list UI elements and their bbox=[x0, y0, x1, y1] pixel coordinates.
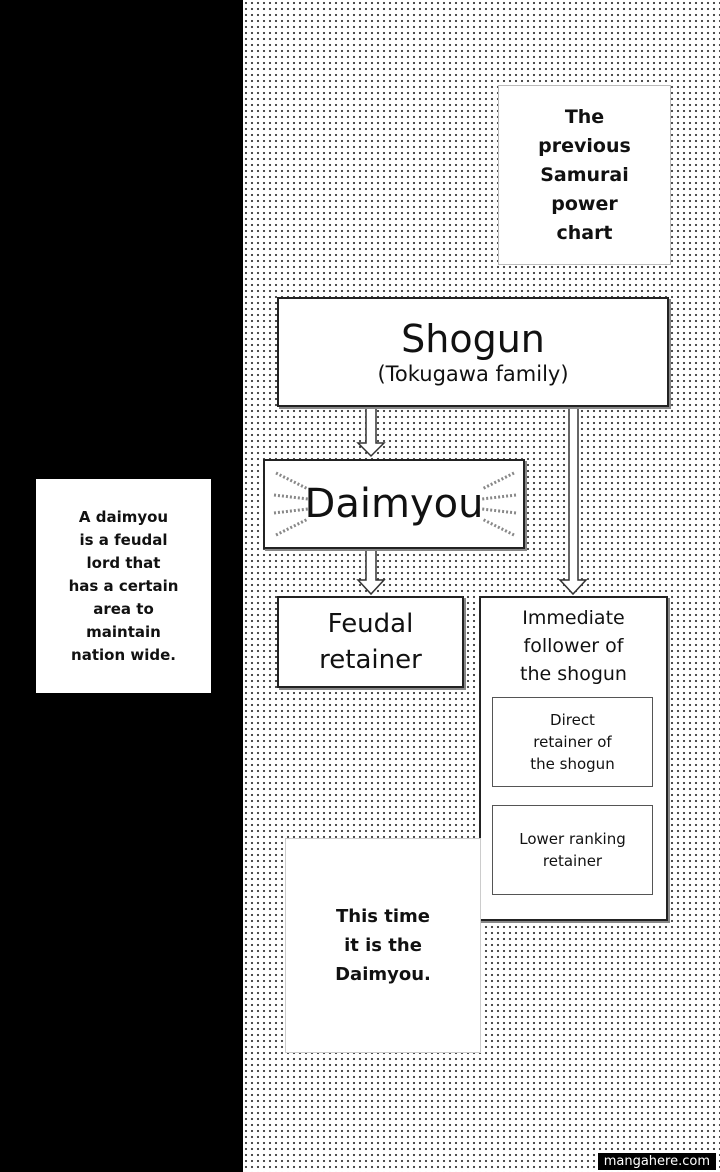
feudal-line: retainer bbox=[319, 645, 422, 675]
shogun-title: Shogun bbox=[401, 317, 545, 361]
title-line: chart bbox=[556, 221, 613, 244]
daimyou-title: Daimyou bbox=[304, 481, 484, 527]
note-line: Daimyou. bbox=[335, 964, 431, 985]
feudal-line: Feudal bbox=[327, 609, 414, 639]
note-line: it is the bbox=[344, 935, 422, 956]
direct-retainer-node: Direct retainer of the shogun bbox=[492, 697, 653, 787]
site-watermark: mangahere.com bbox=[597, 1153, 716, 1170]
emphasis-lines-right-icon bbox=[481, 471, 517, 537]
shogun-node: Shogun (Tokugawa family) bbox=[277, 297, 669, 407]
title-line: previous bbox=[538, 134, 631, 157]
note-line: A daimyou bbox=[78, 507, 169, 526]
direct-line: the shogun bbox=[530, 755, 615, 773]
this-time-note: This time it is the Daimyou. bbox=[285, 838, 481, 1053]
arrow-shogun-to-immediate bbox=[558, 406, 588, 596]
lower-ranking-retainer-node: Lower ranking retainer bbox=[492, 805, 653, 895]
feudal-retainer-node: Feudal retainer bbox=[277, 596, 464, 688]
immediate-line: Immediate bbox=[522, 607, 625, 629]
arrow-shogun-to-daimyou bbox=[356, 406, 386, 458]
arrow-daimyou-to-feudal bbox=[356, 548, 386, 596]
note-line: nation wide. bbox=[71, 645, 176, 664]
immediate-line: follower of bbox=[523, 635, 624, 657]
title-line: Samurai bbox=[540, 163, 629, 186]
title-line: power bbox=[551, 192, 618, 215]
note-line: maintain bbox=[86, 622, 161, 641]
note-line: lord that bbox=[86, 553, 161, 572]
immediate-line: the shogun bbox=[520, 663, 627, 685]
shogun-subtitle: (Tokugawa family) bbox=[377, 362, 569, 386]
note-line: area to bbox=[93, 599, 154, 618]
note-line: This time bbox=[336, 906, 430, 927]
note-line: has a certain bbox=[68, 576, 179, 595]
daimyou-definition-note: A daimyou is a feudal lord that has a ce… bbox=[36, 479, 211, 693]
direct-line: Direct bbox=[550, 711, 595, 729]
lower-line: Lower ranking bbox=[519, 830, 626, 848]
lower-line: retainer bbox=[542, 852, 603, 870]
note-line: is a feudal bbox=[79, 530, 168, 549]
emphasis-lines-left-icon bbox=[273, 471, 309, 537]
chart-title-box: The previous Samurai power chart bbox=[498, 85, 671, 265]
direct-line: retainer of bbox=[533, 733, 612, 751]
title-line: The bbox=[564, 105, 605, 128]
daimyou-node: Daimyou bbox=[263, 459, 525, 549]
